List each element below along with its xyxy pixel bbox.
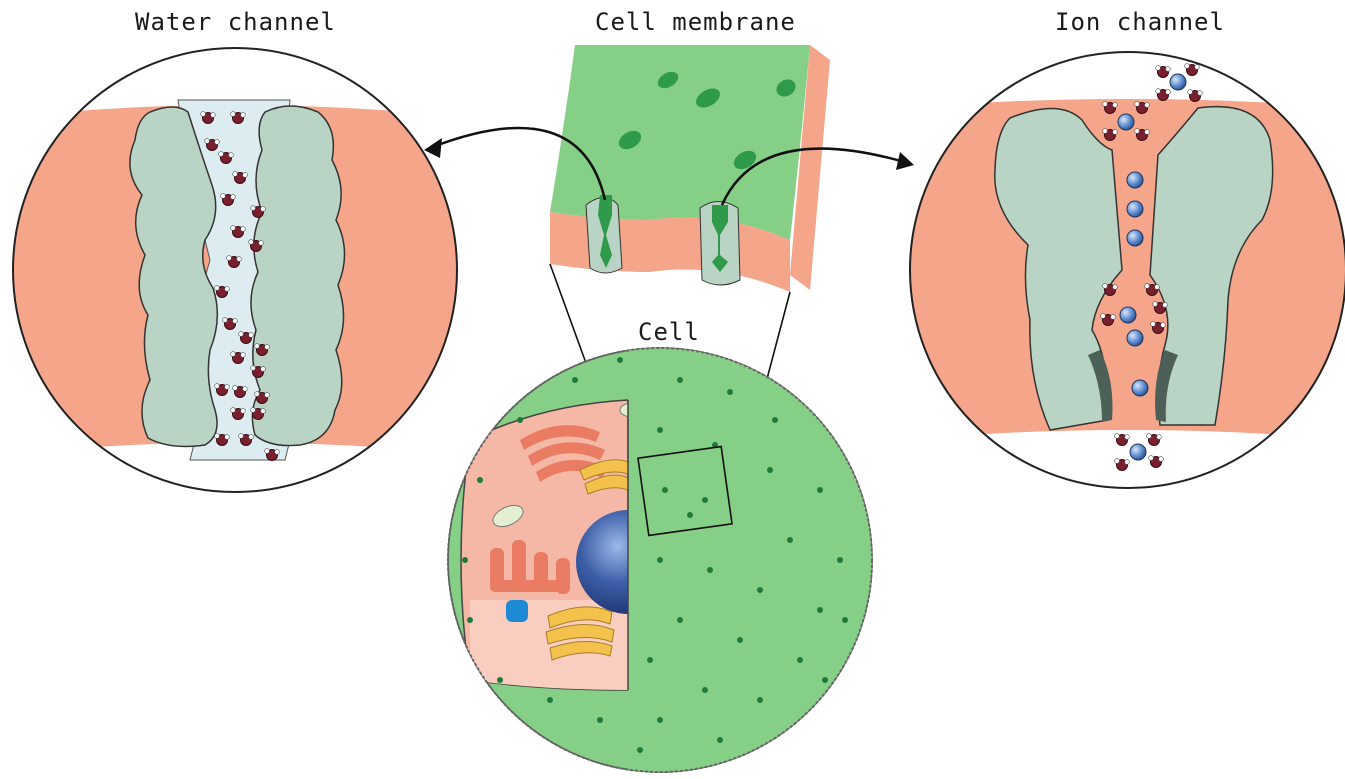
water-channel-label: Water channel	[135, 8, 336, 36]
cell-cutaway	[448, 340, 888, 779]
cell-label: Cell	[638, 318, 700, 346]
golgi-apparatus-lower	[546, 607, 614, 660]
ion-channel-label: Ion channel	[1055, 8, 1225, 36]
ion-channel-view	[900, 52, 1345, 488]
cell-membrane-label: Cell membrane	[595, 8, 796, 36]
arrowhead-ion-channel	[896, 152, 914, 170]
cell-surface-half	[628, 340, 888, 779]
lysosome-blue	[506, 600, 528, 622]
membrane-ion-channel-protein	[700, 202, 740, 286]
membrane-water-channel-protein	[586, 195, 622, 273]
water-channel-view	[0, 48, 470, 492]
arrowhead-water-channel	[424, 138, 442, 158]
cell-membrane-fragment	[424, 45, 914, 292]
